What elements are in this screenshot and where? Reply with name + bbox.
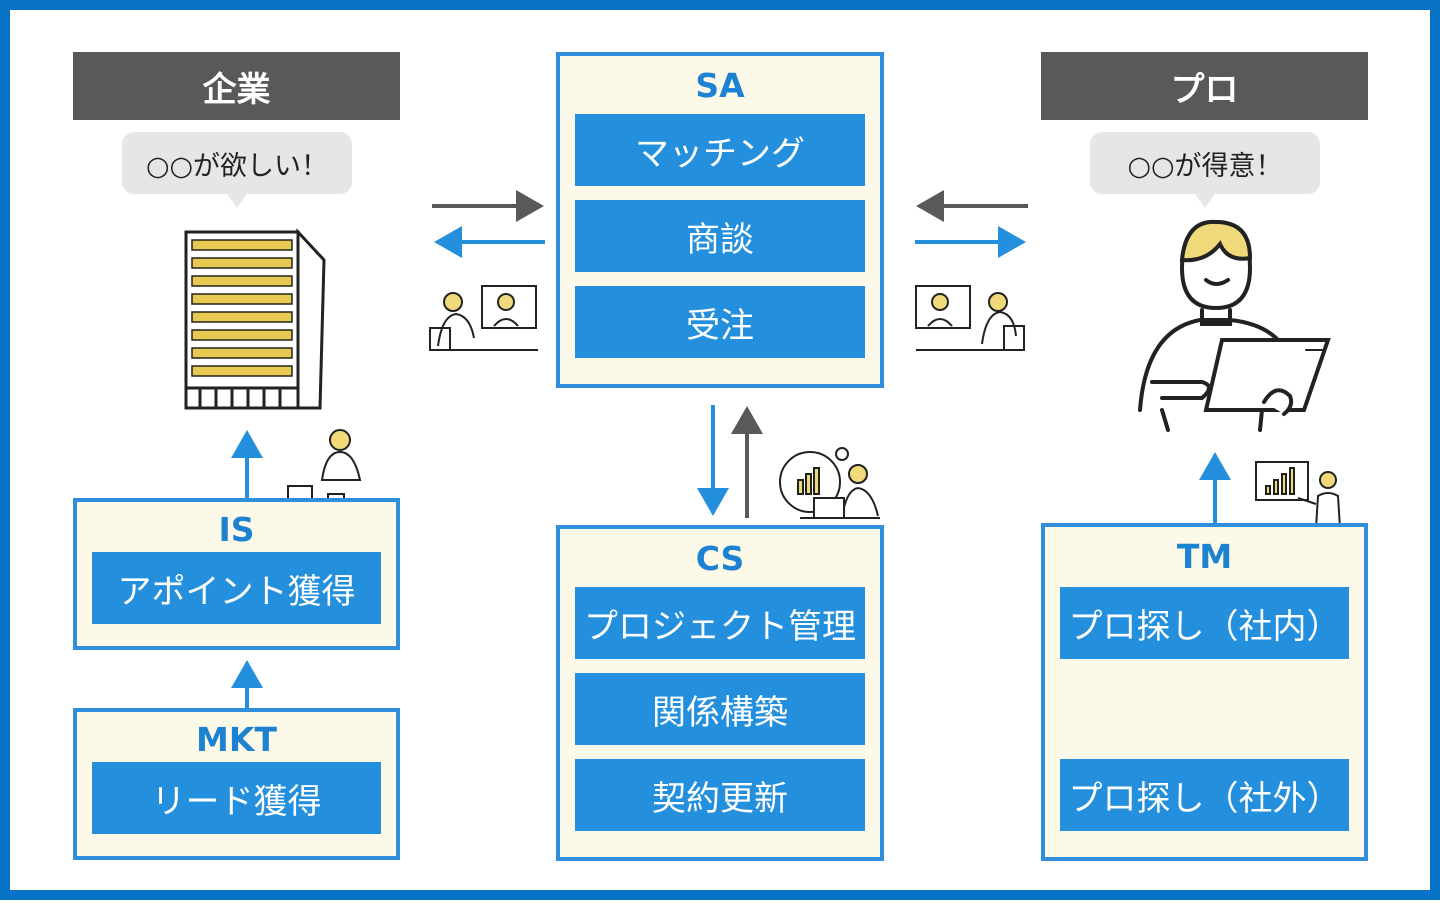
cs-item-renewal: 契約更新 — [575, 759, 865, 831]
sa-item-order: 受注 — [575, 286, 865, 358]
company-header: 企業 — [73, 52, 400, 120]
cs-item-relationship: 関係構築 — [575, 673, 865, 745]
is-box: IS アポイント獲得 — [73, 498, 400, 650]
sa-title: SA — [695, 66, 745, 105]
pro-speech-bubble: ○○が得意！ — [1090, 132, 1320, 208]
phone-operator-illustration — [280, 429, 386, 505]
mkt-title: MKT — [196, 720, 277, 759]
tm-box: TM プロ探し（社内） プロ探し（社外） — [1041, 523, 1368, 861]
is-title: IS — [218, 510, 255, 549]
analyst-illustration — [779, 447, 880, 519]
sa-item-matching: マッチング — [575, 114, 865, 186]
company-speech-bubble: ○○が欲しい！ — [122, 132, 352, 208]
cs-box: CS プロジェクト管理 関係構築 契約更新 — [556, 525, 884, 861]
video-call-illustration-left — [429, 285, 538, 351]
tm-item-internal: プロ探し（社内） — [1060, 587, 1349, 659]
tm-title: TM — [1176, 537, 1233, 576]
mkt-box: MKT リード獲得 — [73, 708, 400, 860]
pro-header: プロ — [1041, 52, 1368, 120]
mkt-item-lead: リード獲得 — [92, 762, 381, 834]
presenter-illustration — [1255, 461, 1341, 529]
sa-box: SA マッチング 商談 受注 — [556, 52, 884, 388]
tm-item-external: プロ探し（社外） — [1060, 759, 1349, 831]
is-item-appointment: アポイント獲得 — [92, 552, 381, 624]
cs-title: CS — [695, 539, 745, 578]
building-icon — [184, 228, 326, 410]
professional-person-icon — [1138, 219, 1331, 432]
cs-item-project: プロジェクト管理 — [575, 587, 865, 659]
video-call-illustration-right — [915, 285, 1025, 351]
connectors-layer — [184, 190, 1341, 768]
sa-item-negotiation: 商談 — [575, 200, 865, 272]
